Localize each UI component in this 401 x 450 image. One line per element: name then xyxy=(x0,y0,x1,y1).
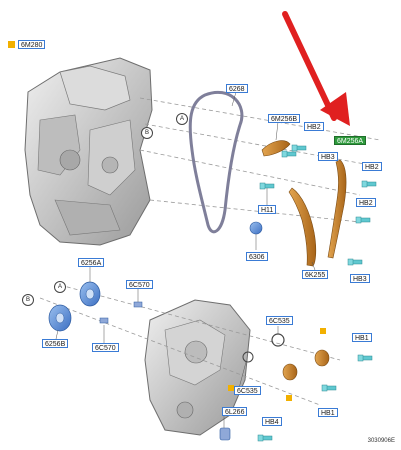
part-label-6256A: 6256A xyxy=(78,258,105,267)
part-label-6268: 6268 xyxy=(226,84,248,93)
timing-cover xyxy=(144,299,251,436)
tensioner-arm-6M256B xyxy=(261,140,291,157)
part-label-6C535-b: 6C535 xyxy=(234,386,261,395)
part-label-HB4: HB4 xyxy=(262,417,282,426)
part-label-6C570-b: 6C570 xyxy=(92,343,119,352)
bolt-icon xyxy=(291,144,307,152)
engine-block xyxy=(24,57,153,246)
callout-a-top: A xyxy=(176,113,188,125)
bolt-icon xyxy=(355,216,371,224)
part-label-6256B: 6256B xyxy=(42,339,69,348)
part-label-6306: 6306 xyxy=(246,252,268,261)
part-label-6K255: 6K255 xyxy=(302,270,329,279)
tensioner-body xyxy=(228,328,330,401)
part-label-HB2-c: HB2 xyxy=(356,198,376,207)
bolt-6C570-b xyxy=(99,317,109,324)
bolt-icon xyxy=(321,384,337,392)
legend: 6M280 xyxy=(8,40,46,49)
part-label-6C535-a: 6C535 xyxy=(266,316,293,325)
part-label-HB2-b: HB2 xyxy=(362,162,382,171)
part-label-6M256A: 6M256A xyxy=(334,136,367,145)
bolt-icon xyxy=(361,180,377,188)
figure-number: 3030906E xyxy=(367,438,395,444)
part-label-HB3-b: HB3 xyxy=(350,274,370,283)
bolt-icon xyxy=(259,182,275,190)
part-label-6C570-a: 6C570 xyxy=(126,280,153,289)
part-label-HB1-b: HB1 xyxy=(318,408,338,417)
bolts xyxy=(257,144,377,442)
bolt-6C570-a xyxy=(133,301,143,308)
red-pointer-arrow xyxy=(282,11,350,126)
sprocket-6256B xyxy=(48,304,72,332)
chain-guide-6K255 xyxy=(288,187,317,267)
callout-b-top: B xyxy=(141,127,153,139)
part-label-H11: H11 xyxy=(258,205,277,214)
part-label-HB3: HB3 xyxy=(318,152,338,161)
idler-pulley-6306 xyxy=(249,221,263,235)
bolt-icon xyxy=(347,258,363,266)
legend-swatch xyxy=(8,41,15,48)
part-label-6L266: 6L266 xyxy=(222,407,248,416)
plug-6L266 xyxy=(219,427,231,441)
part-label-6M256B: 6M256B xyxy=(268,114,301,123)
callout-a-bottom: A xyxy=(54,281,66,293)
part-label-HB1-a: HB1 xyxy=(352,333,372,342)
timing-chain xyxy=(188,90,244,234)
bolt-icon xyxy=(257,434,273,442)
seal-ring-6C535 xyxy=(271,333,285,347)
bolt-icon xyxy=(281,150,297,158)
sprocket-6256A xyxy=(79,281,101,307)
legend-label: 6M280 xyxy=(18,40,46,49)
callout-b-bottom: B xyxy=(22,294,34,306)
part-label-HB2-a: HB2 xyxy=(304,122,324,131)
seal-ring-6C535-b xyxy=(242,351,254,363)
chain-guide-6M256A xyxy=(327,159,347,259)
bolt-icon xyxy=(357,354,373,362)
